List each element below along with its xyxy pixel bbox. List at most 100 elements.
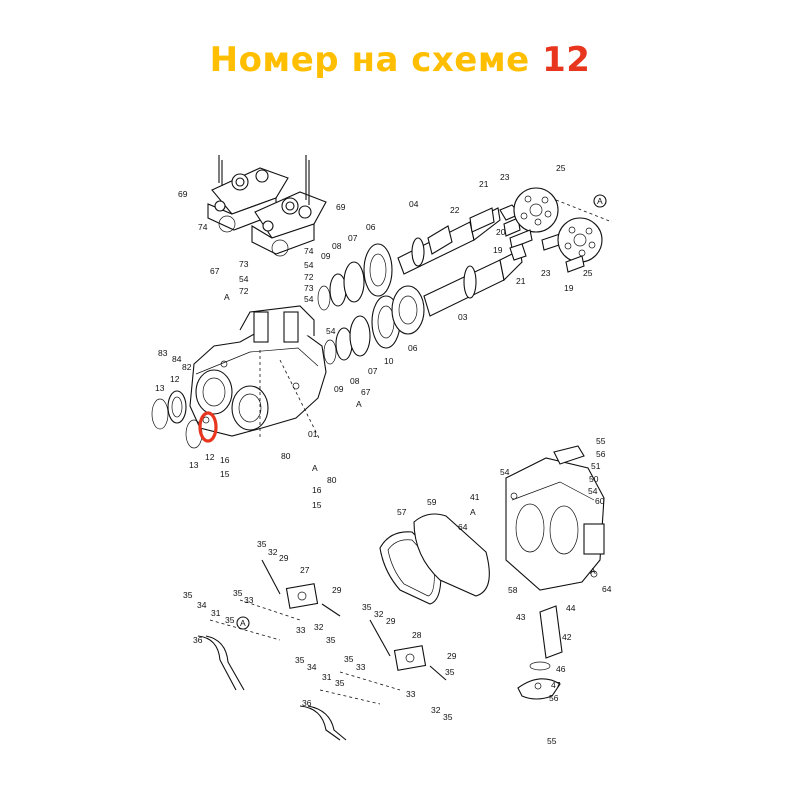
callout-72: 72 xyxy=(304,272,314,282)
control-valve-lower xyxy=(251,155,327,257)
highlighted-seal-12 xyxy=(198,411,218,443)
callout-55: 55 xyxy=(596,436,606,446)
callout-07: 07 xyxy=(368,366,378,376)
callout-43: 43 xyxy=(516,612,526,622)
callout-35: 35 xyxy=(233,588,243,598)
callout-58: 58 xyxy=(508,585,518,595)
callout-06: 06 xyxy=(366,222,376,232)
callout-54: 54 xyxy=(304,260,314,270)
callout-73: 73 xyxy=(239,259,249,269)
callout-80: 80 xyxy=(327,475,337,485)
title-number: 12 xyxy=(542,40,591,80)
callout-67: 67 xyxy=(361,387,371,397)
callout-25: 25 xyxy=(583,268,593,278)
callout-83: 83 xyxy=(158,348,168,358)
callout-03: 03 xyxy=(458,312,468,322)
callout-33: 33 xyxy=(356,662,366,672)
callout-07: 07 xyxy=(348,233,358,243)
callout-A: A xyxy=(470,507,476,517)
callout-06: 06 xyxy=(408,343,418,353)
marker-a-circle xyxy=(593,194,607,208)
callout-50: 50 xyxy=(589,474,599,484)
callout-31: 31 xyxy=(211,608,221,618)
callout-46: 46 xyxy=(556,664,566,674)
callout-15: 15 xyxy=(312,500,322,510)
shaft-assembly-lower xyxy=(323,249,523,365)
callout-35: 35 xyxy=(225,615,235,625)
callout-32: 32 xyxy=(431,705,441,715)
callout-54: 54 xyxy=(304,294,314,304)
callout-12: 12 xyxy=(205,452,215,462)
callout-56: 56 xyxy=(596,449,606,459)
callout-35: 35 xyxy=(362,602,372,612)
callout-35: 35 xyxy=(326,635,336,645)
callout-82: 82 xyxy=(182,362,192,372)
callout-44: 44 xyxy=(566,603,576,613)
callout-31: 31 xyxy=(322,672,332,682)
callout-55: 55 xyxy=(547,736,557,746)
callout-09: 09 xyxy=(334,384,344,394)
callout-35: 35 xyxy=(335,678,345,688)
cylinder-blocks xyxy=(259,187,613,441)
callout-33: 33 xyxy=(406,689,416,699)
callout-36: 36 xyxy=(193,635,203,645)
callout-54: 54 xyxy=(588,486,598,496)
callout-51: 51 xyxy=(591,461,601,471)
callout-08: 08 xyxy=(332,241,342,251)
callout-29: 29 xyxy=(332,585,342,595)
callout-29: 29 xyxy=(447,651,457,661)
housing-right xyxy=(505,445,605,591)
callout-28: 28 xyxy=(412,630,422,640)
callout-19: 19 xyxy=(564,283,574,293)
callout-72: 72 xyxy=(239,286,249,296)
callout-32: 32 xyxy=(268,547,278,557)
marker-a-circle xyxy=(236,616,250,630)
callout-15: 15 xyxy=(220,469,230,479)
callout-A: A xyxy=(597,196,603,206)
callout-16: 16 xyxy=(220,455,230,465)
callout-84: 84 xyxy=(172,354,182,364)
callout-64: 64 xyxy=(602,584,612,594)
title-text: Номер на схеме xyxy=(209,40,530,80)
callout-35: 35 xyxy=(183,590,193,600)
callout-A: A xyxy=(240,618,246,628)
callout-20: 20 xyxy=(496,227,506,237)
callout-labels: 69 69 74 74 73 54 72 67 A 54 72 73 54 83… xyxy=(155,163,612,746)
callout-35: 35 xyxy=(257,539,267,549)
callout-27: 27 xyxy=(300,565,310,575)
page-title: Номер на схеме 12 xyxy=(0,40,800,80)
callout-33: 33 xyxy=(296,625,306,635)
callout-23: 23 xyxy=(541,268,551,278)
pump-housing xyxy=(189,305,327,437)
callout-13: 13 xyxy=(189,460,199,470)
callout-08: 08 xyxy=(350,376,360,386)
callout-73: 73 xyxy=(304,283,314,293)
callout-32: 32 xyxy=(374,609,384,619)
callout-74: 74 xyxy=(304,246,314,256)
callout-54: 54 xyxy=(239,274,249,284)
linkage-lower xyxy=(299,619,447,741)
callout-A: A xyxy=(590,566,596,576)
callout-60: 60 xyxy=(595,496,605,506)
callout-22: 22 xyxy=(450,205,460,215)
callout-35: 35 xyxy=(443,712,453,722)
callout-42: 42 xyxy=(562,632,572,642)
callout-A: A xyxy=(312,463,318,473)
callout-47: 47 xyxy=(551,680,561,690)
seal-rings-left xyxy=(151,390,218,449)
callout-59: 59 xyxy=(427,497,437,507)
callout-09: 09 xyxy=(321,251,331,261)
callout-64: 64 xyxy=(458,522,468,532)
callout-69: 69 xyxy=(336,202,346,212)
callout-21: 21 xyxy=(516,276,526,286)
callout-13: 13 xyxy=(155,383,165,393)
callout-41: 41 xyxy=(470,492,480,502)
callout-23: 23 xyxy=(500,172,510,182)
callout-56: 56 xyxy=(549,693,559,703)
callout-A: A xyxy=(224,292,230,302)
callout-33: 33 xyxy=(244,595,254,605)
callout-12: 12 xyxy=(170,374,180,384)
linkage-upper xyxy=(197,559,341,691)
callout-54: 54 xyxy=(326,326,336,336)
callout-04: 04 xyxy=(409,199,419,209)
